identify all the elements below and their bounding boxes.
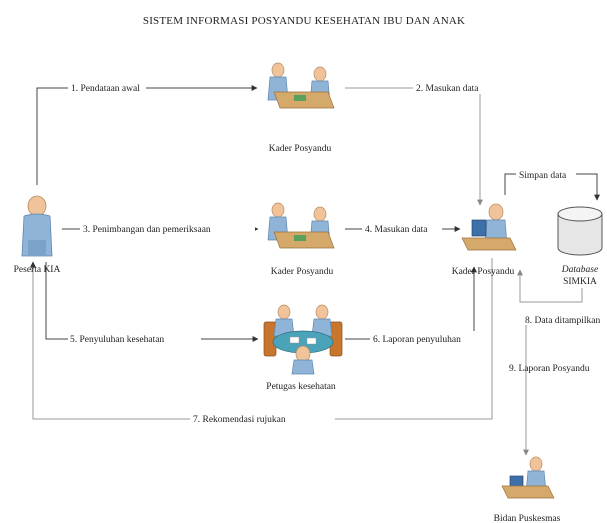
node-petugas-label: Petugas kesehatan bbox=[266, 382, 336, 392]
node-peserta-kia-label: Peserta KIA bbox=[14, 265, 61, 275]
kader-mid-icon bbox=[267, 202, 335, 249]
bidan-puskesmas-icon bbox=[501, 456, 555, 499]
node-kader-top-label: Kader Posyandu bbox=[269, 144, 332, 154]
label-flow-5: 5. Penyuluhan kesehatan bbox=[70, 335, 164, 345]
database-cylinder-icon bbox=[557, 206, 603, 256]
label-flow-3: 3. Penimbangan dan pemeriksaan bbox=[83, 225, 211, 235]
label-flow-7: 7. Rekomendasi rujukan bbox=[193, 415, 286, 425]
label-flow-2: 2. Masukan data bbox=[416, 84, 479, 94]
flow-2-masukan-data bbox=[345, 87, 483, 206]
flow-8-data-ditampilkan bbox=[517, 269, 583, 303]
flow-5-penyuluhan bbox=[45, 262, 259, 342]
kader-top-icon bbox=[267, 62, 335, 109]
label-simpan-data: Simpan data bbox=[519, 171, 567, 181]
node-bidan-label: Bidan Puskesmas bbox=[494, 514, 561, 523]
flow-6-laporan-penyuluhan bbox=[345, 266, 477, 340]
node-kader-right-label: Kader Posyandu bbox=[452, 267, 515, 277]
kader-computer-icon bbox=[461, 203, 517, 251]
node-database-name: SIMKIA bbox=[563, 277, 597, 287]
petugas-meeting-icon bbox=[263, 304, 343, 375]
node-kader-mid-label: Kader Posyandu bbox=[271, 267, 334, 277]
flow-1-pendataan-awal bbox=[36, 85, 258, 185]
diagram-title: SISTEM INFORMASI POSYANDU KESEHATAN IBU … bbox=[143, 15, 465, 27]
label-flow-6: 6. Laporan penyuluhan bbox=[373, 335, 461, 345]
person-peserta-kia-icon bbox=[21, 195, 53, 257]
label-flow-4: 4. Masukan data bbox=[365, 225, 428, 235]
label-flow-1: 1. Pendataan awal bbox=[71, 84, 140, 94]
label-flow-9: 9. Laporan Posyandu bbox=[509, 364, 590, 374]
node-database-label: Database bbox=[561, 265, 598, 275]
label-flow-8: 8. Data ditampilkan bbox=[525, 316, 600, 326]
